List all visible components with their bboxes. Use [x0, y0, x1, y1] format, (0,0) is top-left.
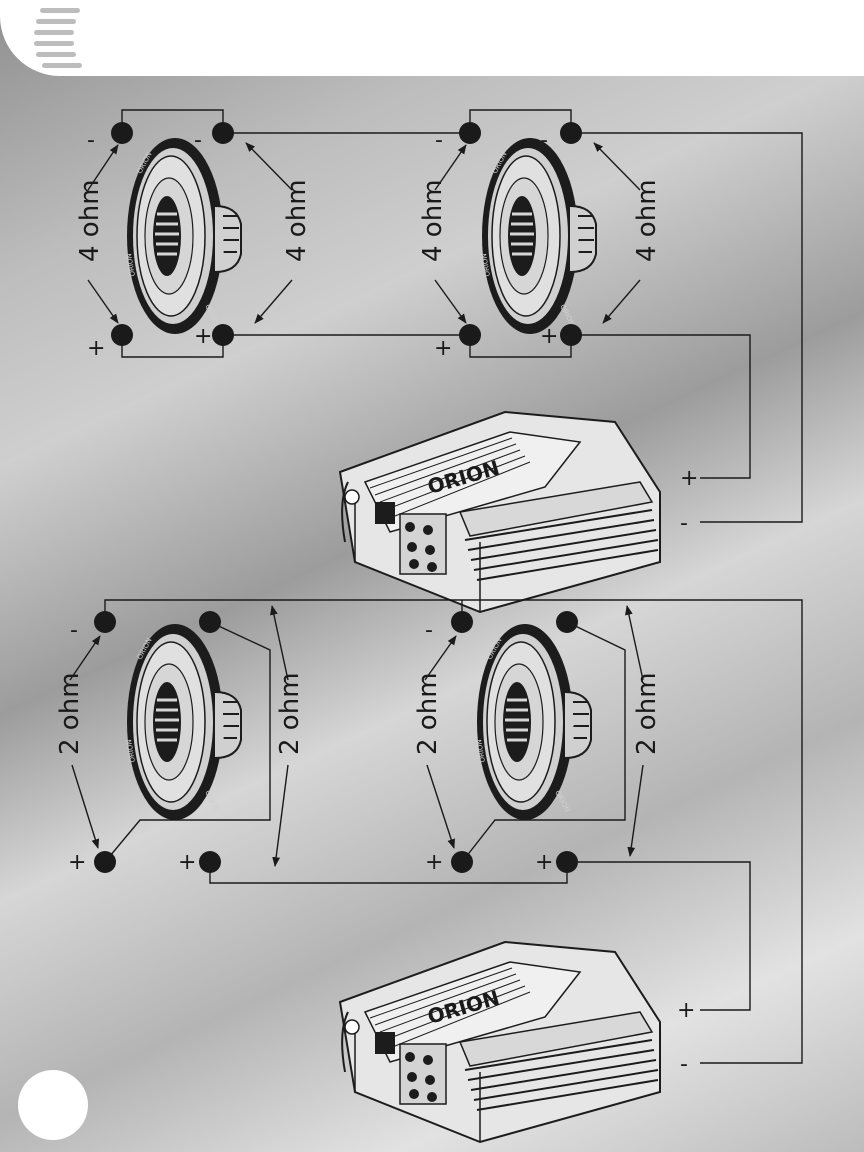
- speaker-3-left-impedance: 2 ohm: [55, 672, 85, 755]
- subwoofer-4: [475, 624, 591, 820]
- speaker-4-right-impedance: 2 ohm: [632, 672, 662, 755]
- amplifier-2: [340, 942, 660, 1142]
- amplifier-2-pos-label: +: [677, 998, 695, 1023]
- speaker-1-pos-right-sign: +: [194, 324, 212, 349]
- speaker-3-pos-right-sign: +: [178, 850, 196, 875]
- speaker-2-right-impedance: 4 ohm: [632, 179, 662, 262]
- speaker-4-left-impedance: 2 ohm: [413, 672, 443, 755]
- speaker-2-pos-right-sign: +: [540, 324, 558, 349]
- speaker-1-pos-left-sign: +: [87, 336, 105, 361]
- speaker-4-pos-right-sign: +: [535, 850, 553, 875]
- speaker-1-right-impedance: 4 ohm: [282, 179, 312, 262]
- amplifier-2-neg-label: -: [680, 1052, 688, 1077]
- speaker-1-neg-left-sign: -: [87, 128, 95, 153]
- speaker-2-neg-right-sign: -: [540, 128, 548, 153]
- speaker-1-neg-right-sign: -: [194, 128, 202, 153]
- speaker-3-neg-left-sign: -: [70, 618, 78, 643]
- speaker-1-left-impedance: 4 ohm: [75, 179, 105, 262]
- speaker-2-pos-left-sign: +: [434, 336, 452, 361]
- speaker-4-neg-left-sign: -: [425, 618, 433, 643]
- amplifier-1-neg-label: -: [680, 511, 688, 536]
- speaker-2-left-impedance: 4 ohm: [418, 179, 448, 262]
- amplifier-1-pos-label: +: [680, 466, 698, 491]
- page-number-badge: [18, 1070, 88, 1140]
- speaker-4-neg-right-sign: -: [535, 618, 543, 643]
- speaker-3-neg-right-sign: -: [178, 618, 186, 643]
- subwoofer-3: [125, 624, 241, 820]
- amplifier-1: [340, 412, 660, 612]
- speaker-3-right-impedance: 2 ohm: [275, 672, 305, 755]
- subwoofer-2: [480, 138, 596, 334]
- speaker-4-pos-left-sign: +: [425, 850, 443, 875]
- speaker-2-neg-left-sign: -: [435, 128, 443, 153]
- speaker-3-pos-left-sign: +: [68, 850, 86, 875]
- subwoofer-1: [125, 138, 241, 334]
